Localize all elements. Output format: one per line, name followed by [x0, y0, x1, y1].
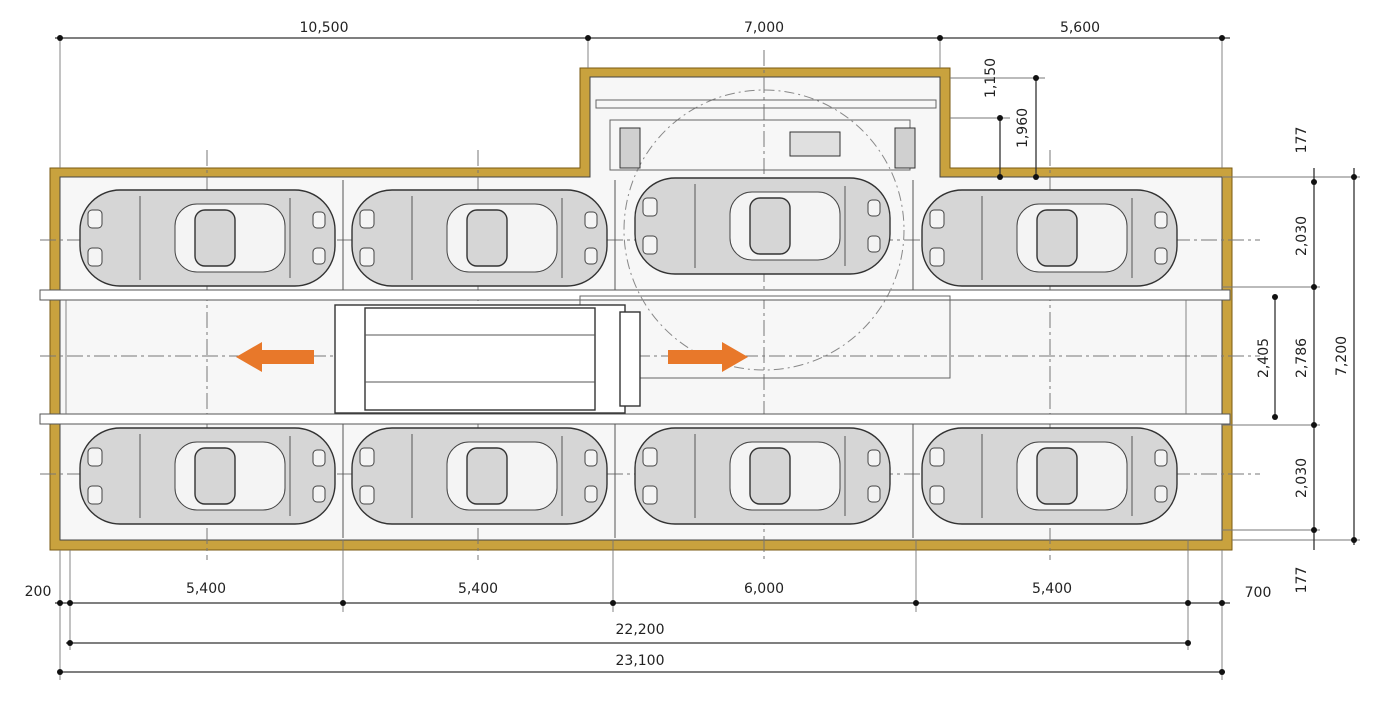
right-dimension-label: 2,405	[1256, 338, 1272, 378]
parked-car	[79, 427, 336, 525]
bottom-dimension-label: 5,400	[1032, 581, 1072, 597]
top-dimension-label: 10,500	[300, 20, 349, 36]
parked-car	[351, 427, 608, 525]
bottom-dimension-label: 5,400	[458, 581, 498, 597]
overall-dimension-label: 22,200	[616, 622, 665, 638]
slot-dividers	[342, 180, 914, 538]
right-dimension-lines	[1222, 168, 1360, 550]
bottom-dimension-label: 200	[25, 584, 52, 600]
parked-car	[921, 189, 1178, 287]
turntable-dimension-lines	[950, 75, 1045, 180]
turntable	[579, 89, 951, 379]
parked-car	[921, 427, 1178, 525]
right-dimension-label: 2,786	[1294, 338, 1310, 378]
right-dimension-label: 177	[1294, 127, 1310, 154]
bottom-dimension-label: 5,400	[186, 581, 226, 597]
right-dimension-label: 2,030	[1294, 458, 1310, 498]
bottom-dimension-label: 700	[1245, 585, 1272, 601]
turntable-dimension-label: 1,960	[1015, 108, 1031, 148]
shuttle	[334, 304, 641, 414]
parked-car	[634, 427, 891, 525]
parked-car	[79, 189, 336, 287]
bottom-dimension-lines	[55, 540, 1230, 680]
turntable-dimension-label: 1,150	[983, 58, 999, 98]
top-dimension-line	[55, 35, 1230, 168]
arrow-left-icon	[236, 342, 314, 372]
right-dimension-label: 7,200	[1334, 336, 1350, 376]
bottom-dimension-label: 6,000	[744, 581, 784, 597]
top-dimension-label: 7,000	[744, 20, 784, 36]
right-dimension-label: 177	[1294, 567, 1310, 594]
right-dimension-label: 2,030	[1294, 216, 1310, 256]
parked-car	[634, 177, 891, 275]
overall-dimension-label: 23,100	[616, 653, 665, 669]
parked-car	[351, 189, 608, 287]
cars	[79, 177, 1178, 525]
arrow-right-icon	[668, 342, 748, 372]
top-dimension-label: 5,600	[1060, 20, 1100, 36]
rails	[39, 289, 1231, 425]
